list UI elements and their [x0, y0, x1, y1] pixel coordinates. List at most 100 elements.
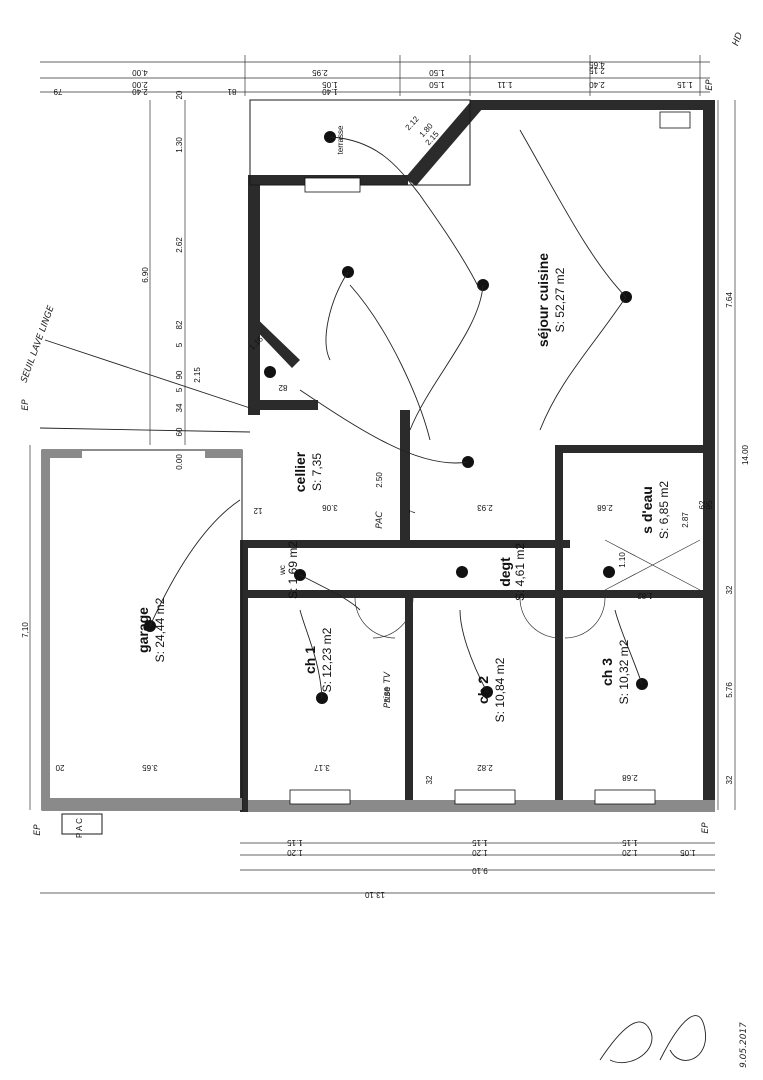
- svg-text:2.12: 2.12: [404, 114, 421, 132]
- room-name-sejour: séjour cuisine: [535, 253, 551, 347]
- room-area-seau: S: 6,85 m2: [657, 481, 671, 539]
- svg-text:20: 20: [175, 90, 184, 99]
- room-area-sejour: S: 52,27 m2: [553, 267, 567, 332]
- svg-text:2.50: 2.50: [375, 472, 384, 488]
- svg-text:34: 34: [175, 403, 184, 412]
- svg-text:1.82: 1.82: [637, 591, 653, 600]
- svg-text:7.64: 7.64: [725, 292, 734, 308]
- svg-text:32: 32: [725, 585, 734, 594]
- svg-text:3.65: 3.65: [142, 763, 158, 772]
- svg-text:1.40: 1.40: [322, 87, 338, 96]
- svg-text:2.62: 2.62: [175, 237, 184, 253]
- svg-text:1.20: 1.20: [622, 848, 638, 857]
- room-cellier: cellier S: 7,35: [292, 451, 324, 492]
- svg-text:0.00: 0.00: [175, 454, 184, 470]
- note-pac: PAC: [375, 511, 385, 529]
- svg-text:1.05: 1.05: [680, 848, 696, 857]
- note-tv: Prise TV: [383, 671, 393, 708]
- svg-text:20: 20: [55, 763, 64, 772]
- room-sejour: séjour cuisine S: 52,27 m2: [535, 253, 567, 347]
- room-name-degt: degt: [497, 557, 513, 587]
- room-name-wc: wc: [278, 565, 287, 576]
- note-ep-bottom-left: EP: [33, 824, 43, 836]
- note-date: 9.05.2017: [739, 1022, 749, 1068]
- svg-text:5.76: 5.76: [725, 682, 734, 698]
- svg-text:3.06: 3.06: [322, 503, 338, 512]
- svg-text:1.15: 1.15: [622, 838, 638, 847]
- signature: [599, 1015, 706, 1064]
- svg-text:1.15: 1.15: [472, 838, 488, 847]
- room-name-ch2: ch 2: [475, 676, 491, 704]
- room-wc: wc S: 1,69 m2: [278, 541, 300, 599]
- note-ep-bottom-right: EP: [701, 822, 711, 834]
- svg-text:1.50: 1.50: [429, 80, 445, 89]
- room-name-ch1: ch 1: [302, 646, 318, 674]
- svg-text:81: 81: [227, 87, 236, 96]
- svg-text:2.68: 2.68: [597, 503, 613, 512]
- room-name-cellier: cellier: [292, 451, 308, 492]
- svg-text:3.17: 3.17: [314, 763, 330, 772]
- svg-text:1.15: 1.15: [287, 838, 303, 847]
- svg-text:95: 95: [705, 500, 714, 509]
- svg-text:2.87: 2.87: [681, 512, 690, 528]
- room-ch2: ch 2 S: 10,84 m2: [475, 657, 507, 722]
- svg-text:32: 32: [725, 775, 734, 784]
- svg-text:1.10: 1.10: [618, 552, 627, 568]
- svg-text:1.20: 1.20: [287, 848, 303, 857]
- svg-text:5: 5: [175, 387, 184, 392]
- note-hd: HD: [731, 31, 745, 47]
- room-area-ch3: S: 10,32 m2: [617, 639, 631, 704]
- room-garage: garage S: 24,44 m2: [135, 597, 167, 662]
- svg-text:1.30: 1.30: [175, 137, 184, 153]
- doors: [354, 539, 701, 639]
- svg-text:14.00: 14.00: [741, 444, 750, 465]
- svg-text:2.40: 2.40: [589, 80, 605, 89]
- svg-text:12: 12: [253, 506, 262, 515]
- room-ch3: ch 3 S: 10,32 m2: [599, 639, 631, 704]
- note-lave-linge: SEUIL LAVE LINGE: [20, 304, 57, 384]
- dimension-lines: [29, 55, 736, 894]
- svg-text:1.20: 1.20: [472, 848, 488, 857]
- room-ch1: ch 1 S: 12,23 m2: [302, 627, 334, 692]
- note-ep-left: EP: [21, 399, 31, 411]
- svg-text:2.40: 2.40: [132, 87, 148, 96]
- svg-text:2.15: 2.15: [193, 367, 202, 383]
- svg-text:1.05: 1.05: [322, 80, 338, 89]
- svg-text:9.10: 9.10: [472, 866, 488, 875]
- svg-text:2.95: 2.95: [312, 68, 328, 77]
- svg-text:4.65: 4.65: [589, 60, 605, 69]
- svg-text:6.90: 6.90: [141, 267, 150, 283]
- svg-text:79: 79: [53, 87, 62, 96]
- wiring: [39, 129, 643, 699]
- room-name-ch3: ch 3: [599, 658, 615, 686]
- note-ep-top-right: EP: [705, 79, 715, 91]
- room-area-ch1: S: 12,23 m2: [320, 627, 334, 692]
- room-degt: degt S: 4,61 m2: [497, 543, 527, 601]
- light-points: [144, 131, 648, 704]
- room-name-terrasse: terrasse: [336, 125, 345, 154]
- room-name-seau: s d'eau: [639, 486, 655, 534]
- walls: [41, 99, 715, 812]
- pac-box-label: P A C: [75, 818, 84, 838]
- svg-text:90: 90: [175, 370, 184, 379]
- room-area-ch2: S: 10,84 m2: [493, 657, 507, 722]
- svg-text:2.68: 2.68: [622, 773, 638, 782]
- notes: EP EP EP EP SEUIL LAVE LINGE PAC HD Pris…: [20, 31, 749, 1068]
- room-area-garage: S: 24,44 m2: [153, 597, 167, 662]
- svg-text:60: 60: [175, 427, 184, 436]
- room-area-cellier: S: 7,35: [310, 453, 324, 491]
- svg-text:32: 32: [425, 775, 434, 784]
- svg-text:1.11: 1.11: [497, 80, 513, 89]
- svg-text:13.10: 13.10: [364, 890, 385, 899]
- pac-box: P A C: [61, 813, 103, 838]
- svg-text:62: 62: [698, 500, 707, 509]
- room-name-garage: garage: [135, 607, 151, 653]
- room-area-degt: S: 4,61 m2: [513, 543, 527, 601]
- room-seau: s d'eau S: 6,85 m2: [639, 481, 671, 539]
- svg-text:2.00: 2.00: [132, 80, 148, 89]
- svg-text:1.15: 1.15: [677, 80, 693, 89]
- dim-labels: 4.00 2.00 2.40 79 2.95 81 1.05 1.40 1.50…: [21, 60, 750, 899]
- room-area-wc: S: 1,69 m2: [286, 541, 300, 599]
- svg-text:2.93: 2.93: [477, 503, 493, 512]
